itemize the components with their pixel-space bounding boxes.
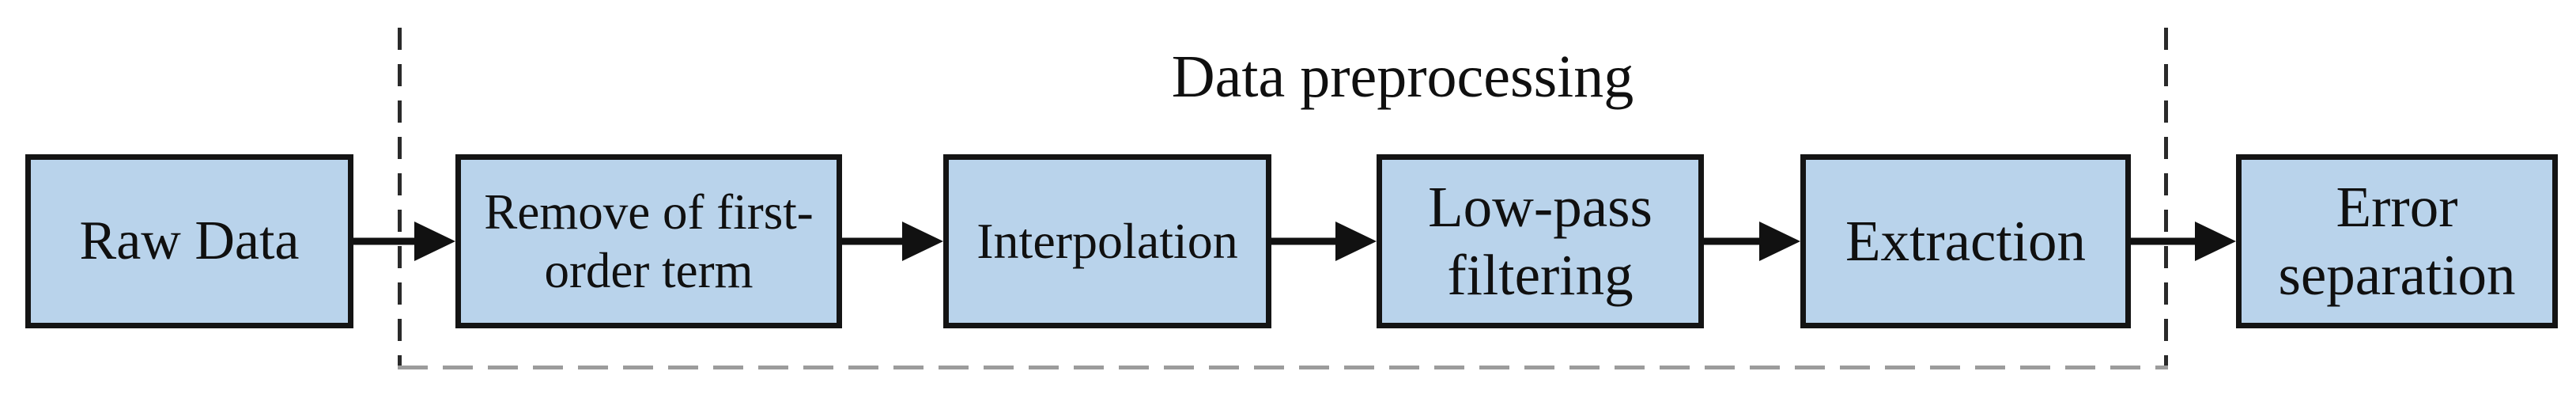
- arrow-line: [1704, 237, 1767, 245]
- arrow-line: [2131, 237, 2203, 245]
- flow-arrow-interpolation-to-lowpass: [1271, 222, 1377, 261]
- node-error-separation: Error separation: [2236, 154, 2558, 328]
- arrow-head-right-icon: [1759, 222, 1800, 261]
- node-interpolation: Interpolation: [943, 154, 1271, 328]
- flow-arrow-lowpass-to-extraction: [1704, 222, 1800, 261]
- node-remove-first-order: Remove of first-order term: [455, 154, 842, 328]
- node-extraction-label: Extraction: [1845, 208, 2087, 273]
- flow-arrow-extraction-to-error: [2131, 222, 2236, 261]
- preprocessing-boundary-right-dashed-line: [2164, 28, 2168, 369]
- node-raw-data-label: Raw Data: [79, 210, 300, 271]
- preprocessing-boundary-left-dashed-line: [398, 28, 402, 369]
- arrow-line: [1271, 237, 1343, 245]
- arrow-head-right-icon: [414, 222, 455, 261]
- node-raw-data: Raw Data: [25, 154, 353, 328]
- node-low-pass-filtering-label: Low-pass filtering: [1428, 174, 1652, 307]
- node-low-pass-filtering: Low-pass filtering: [1377, 154, 1704, 328]
- arrow-head-right-icon: [2195, 222, 2236, 261]
- preprocessing-boundary-bottom-dashed-line: [398, 366, 2168, 369]
- node-remove-first-order-label: Remove of first-order term: [484, 184, 814, 298]
- arrow-line: [353, 237, 422, 245]
- flow-arrow-remove-to-interpolation: [842, 222, 943, 261]
- arrow-head-right-icon: [1335, 222, 1377, 261]
- flow-arrow-raw-to-remove: [353, 222, 455, 261]
- node-extraction: Extraction: [1800, 154, 2131, 328]
- arrow-line: [842, 237, 910, 245]
- node-error-separation-label: Error separation: [2278, 174, 2516, 307]
- node-interpolation-label: Interpolation: [976, 213, 1238, 270]
- group-title-data-preprocessing: Data preprocessing: [1171, 44, 1634, 110]
- arrow-head-right-icon: [902, 222, 943, 261]
